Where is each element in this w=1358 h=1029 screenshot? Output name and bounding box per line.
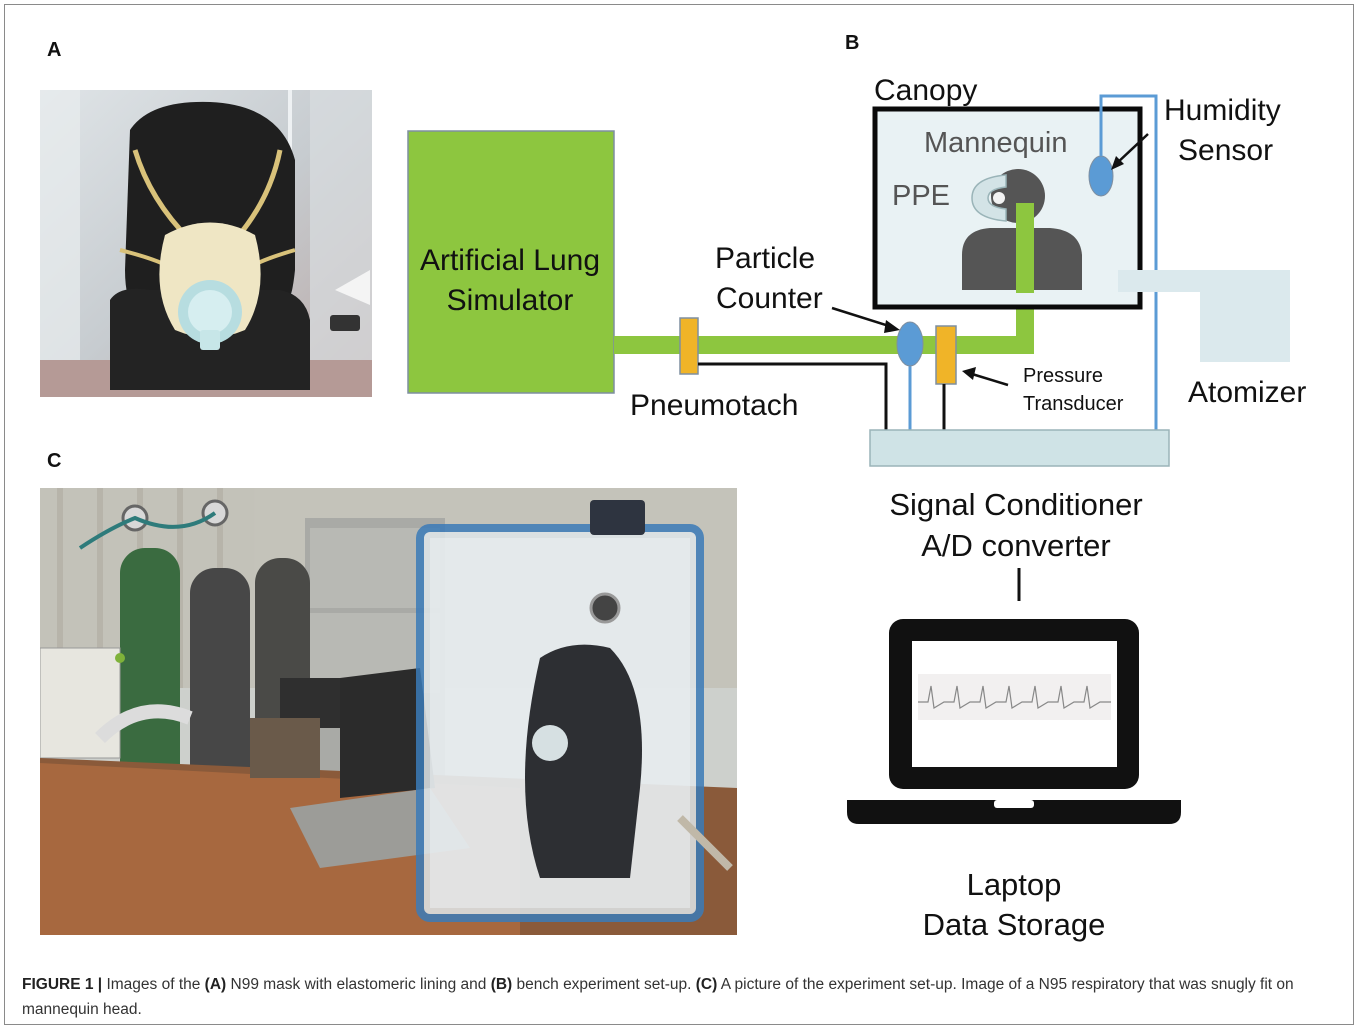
mask-photo-image	[40, 90, 372, 397]
panel-label-c: C	[47, 450, 62, 472]
caption-text-4: A picture of the experiment set-up. Imag…	[22, 976, 1294, 1018]
panel-label-a: A	[47, 39, 62, 61]
caption-text-3: bench experiment set-up.	[512, 976, 696, 993]
figure-caption: FIGURE 1 | Images of the (A) N99 mask wi…	[22, 972, 1340, 1022]
mask-photo	[40, 90, 372, 397]
experiment-setup-photo	[40, 488, 737, 935]
caption-label: FIGURE 1 |	[22, 976, 103, 993]
caption-ref-c: (C)	[695, 976, 718, 993]
experiment-setup-image	[40, 488, 737, 935]
panel-label-b: B	[845, 32, 860, 54]
caption-text-1: Images of the	[102, 976, 205, 993]
caption-text-2: N99 mask with elastomeric lining and	[226, 976, 491, 993]
caption-ref-a: (A)	[204, 976, 227, 993]
caption-ref-b: (B)	[490, 976, 513, 993]
figure-frame	[4, 4, 1354, 1025]
